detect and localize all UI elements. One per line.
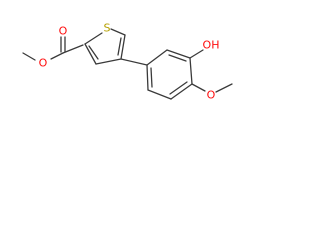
bond-thiophene-c5-c4 (120, 34, 126, 60)
atom-ester-oxygen: O (39, 57, 48, 70)
bond-benzene-c5-c6 (147, 89, 172, 100)
bond-thiophene-c4-c3 (95, 58, 122, 65)
bond-benzene-c6-c1-inner (150, 67, 153, 88)
chemical-structure: O O S OH O (22, 22, 233, 102)
bond-benzene-c2-c3 (166, 49, 191, 59)
bond-benzene-c2-c3-inner (168, 54, 187, 62)
bond-thiophene-c3-c2-inner (88, 45, 99, 60)
atom-methoxy-oxygen: O (207, 89, 216, 102)
bond-methoxy-methyl (215, 83, 233, 93)
atom-labels: O O S OH O (39, 22, 220, 102)
atom-carbonyl-oxygen: O (59, 25, 68, 38)
bond-methoxy-oxygen (191, 83, 206, 92)
bond-benzene-c6-c1 (146, 64, 149, 91)
bond-benzene-c4-c5-inner (169, 81, 188, 95)
atom-thiophene-sulfur: S (104, 22, 111, 35)
bond-thiophene-s-c5 (110, 28, 126, 36)
bond-hydroxyl (189, 49, 204, 59)
bond-benzene-c1-c2 (146, 49, 168, 66)
atom-hydroxyl: OH (203, 39, 220, 52)
bond-thiophene-c3-c2 (84, 43, 97, 65)
bond-benzene-c3-c4 (189, 57, 193, 85)
bond-ester-oxygen-carbon (50, 52, 64, 60)
bonds (22, 28, 233, 100)
bond-thiophene-c2-s (84, 32, 103, 45)
bond-ester-methyl (22, 52, 36, 61)
bond-carbonyl-thiophene (62, 44, 84, 54)
bond-benzene-c4-c5 (170, 83, 193, 100)
bond-thiophene-phenyl (120, 58, 148, 66)
bond-thiophene-c5-c4-inner (117, 37, 122, 56)
